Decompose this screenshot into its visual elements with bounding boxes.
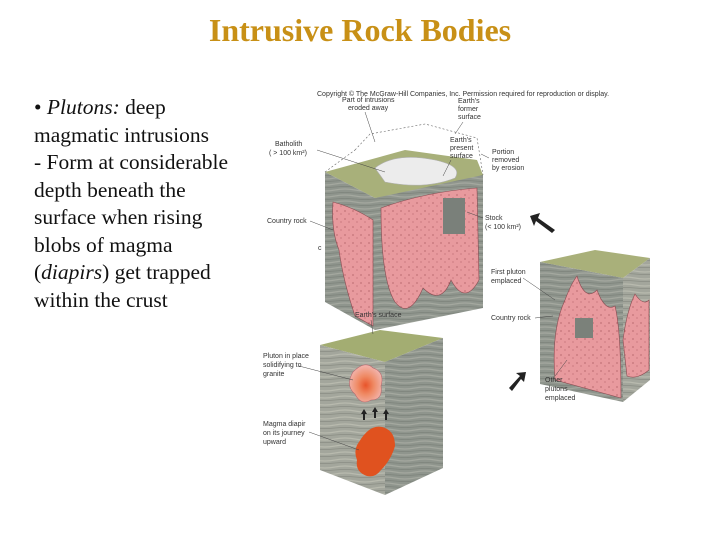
slide-title: Intrusive Rock Bodies (208, 12, 512, 48)
term-diapirs: diapirs (41, 260, 103, 284)
label-first-pluton-1: First pluton (491, 269, 526, 276)
stock-pluton-left (332, 201, 374, 327)
leader-stock (466, 211, 484, 219)
label-first-pluton-2: emplaced (491, 278, 521, 285)
right-block-surface (540, 250, 650, 278)
label-former-surface-2: former (458, 106, 479, 113)
label-part-eroded-2: eroded away (348, 105, 389, 112)
label-portion-removed-3: by erosion (492, 165, 524, 172)
leader-country-rock-mid (534, 315, 554, 319)
leader-former-surface (454, 121, 464, 135)
bullet-line-4: depth beneath the (34, 177, 186, 202)
label-other-plutons-2: plutons (545, 386, 568, 393)
label-former-surface-1: Earth's (458, 98, 480, 105)
pluton-solidifying (349, 364, 383, 403)
copyright-notice: Copyright © The McGraw-Hill Companies, I… (317, 90, 609, 98)
label-part-eroded-1: Part of intrusions (342, 97, 395, 104)
paren-open: ( (34, 260, 42, 284)
bullet-line-5: surface when rising (34, 205, 203, 229)
label-magma-diapir-1: Magma diapir (263, 421, 306, 428)
label-other-plutons-3: emplaced (545, 395, 575, 402)
label-pluton-in-place-3: granite (263, 371, 285, 378)
magma-diapir (355, 426, 395, 477)
label-batholith-2: ( > 100 km²) (269, 150, 307, 157)
bullet-text-block: • Plutons: deep magmatic intrusions - Fo… (34, 94, 266, 314)
label-pluton-in-place-2: solidifying to (263, 362, 302, 369)
label-country-rock-mid: Country rock (491, 315, 531, 322)
arrow-to-top-block-icon (530, 213, 555, 233)
label-present-surface-1: Earth's (450, 137, 472, 144)
bullet-line-2: magmatic intrusions (34, 122, 209, 147)
label-magma-diapir-2: on its journey (263, 430, 305, 437)
label-country-rock-top: Country rock (267, 218, 307, 225)
label-panel-c: c (318, 245, 322, 252)
leader-other-plutons (554, 359, 568, 377)
leader-part-eroded (364, 111, 376, 143)
label-portion-removed-1: Portion (492, 149, 514, 156)
batholith-exposed-top (374, 157, 458, 186)
bullet-line-7-rest: ) get trapped (102, 260, 211, 284)
label-present-surface-3: surface (450, 153, 473, 160)
label-earth-surface: Earth's surface (355, 312, 402, 319)
bullet-marker: • (34, 95, 47, 119)
label-magma-diapir-3: upward (263, 439, 286, 446)
rising-arrows-icon (361, 407, 389, 420)
bullet-line-1-rest: deep (119, 95, 166, 119)
label-present-surface-2: present (450, 145, 473, 152)
eroded-portion-outline (354, 123, 484, 176)
roof-pendant-right (575, 318, 593, 338)
label-stock-2: (< 100 km²) (485, 224, 521, 231)
leader-country-rock-top (309, 220, 334, 231)
leader-earth-surface (370, 319, 374, 335)
label-former-surface-3: surface (458, 114, 481, 121)
bottom-block-surface (320, 330, 443, 362)
label-stock-1: Stock (485, 215, 503, 222)
roof-pendant (443, 198, 465, 234)
bottom-block-diapir (320, 330, 443, 495)
label-pluton-in-place-1: Pluton in place (263, 353, 309, 360)
leader-batholith (316, 149, 386, 173)
term-plutons: Plutons: (46, 95, 120, 119)
right-block-first-pluton (540, 250, 650, 402)
top-block-eroded (324, 123, 484, 330)
label-portion-removed-2: removed (492, 157, 519, 164)
bullet-line-3: - Form at considerable (34, 150, 229, 174)
pluton-diagram: Copyright © The McGraw-Hill Companies, I… (263, 90, 650, 495)
bullet-line-6: blobs of magma (34, 232, 173, 257)
leader-first-pluton (522, 277, 556, 301)
leader-pluton-in-place (298, 365, 354, 381)
label-batholith-1: Batholith (275, 141, 302, 148)
leader-present-surface (442, 159, 452, 177)
bottom-block-front-face (385, 338, 443, 495)
bullet-line-1: • Plutons: deep (34, 94, 266, 122)
bullet-line-8: within the crust (34, 287, 168, 312)
arrow-to-right-block-icon (509, 372, 526, 391)
other-pluton-right (622, 293, 650, 378)
leader-portion-removed (480, 153, 490, 159)
bullet-line-7: (diapirs) get trapped (34, 259, 266, 287)
leader-magma-diapir (308, 431, 360, 451)
label-other-plutons-1: Other (545, 377, 563, 384)
